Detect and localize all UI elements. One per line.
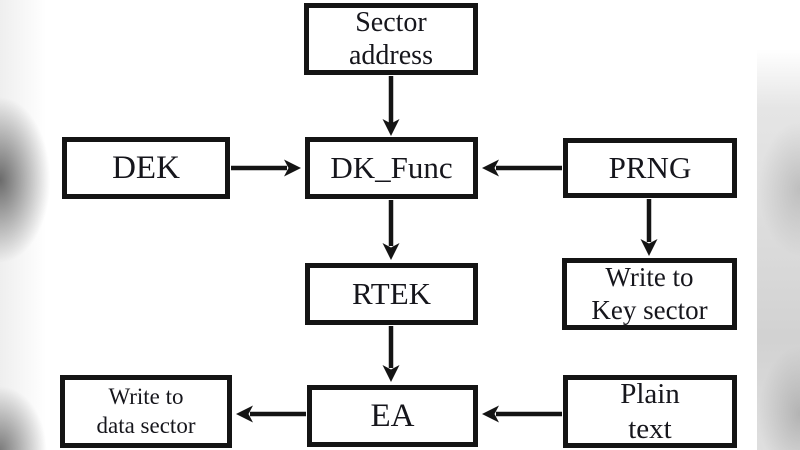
arrow-rtek-to-ea <box>382 326 400 382</box>
node-rtek: RTEK <box>305 263 478 325</box>
arrow-ea-to-write-data-sector <box>236 405 306 423</box>
node-write-to-data-sector: Write to data sector <box>60 375 232 448</box>
right-blur-edge <box>757 0 800 450</box>
arrow-dk-func-to-rtek <box>382 200 400 260</box>
node-prng: PRNG <box>563 138 737 198</box>
node-plain-text: Plain text <box>563 375 737 448</box>
node-write-to-key-sector: Write to Key sector <box>562 258 737 330</box>
left-blur-edge <box>0 0 58 450</box>
arrow-plain-text-to-ea <box>482 405 562 423</box>
node-dk-func: DK_Func <box>305 137 478 199</box>
arrow-dek-to-dk-func <box>231 159 301 177</box>
arrow-prng-to-dk-func <box>482 159 562 177</box>
node-ea: EA <box>307 385 478 447</box>
node-dek: DEK <box>62 137 230 199</box>
arrow-prng-to-write-key-sector <box>640 199 658 256</box>
arrow-sector-address-to-dk-func <box>382 76 400 136</box>
node-sector-address: Sector address <box>304 3 478 75</box>
